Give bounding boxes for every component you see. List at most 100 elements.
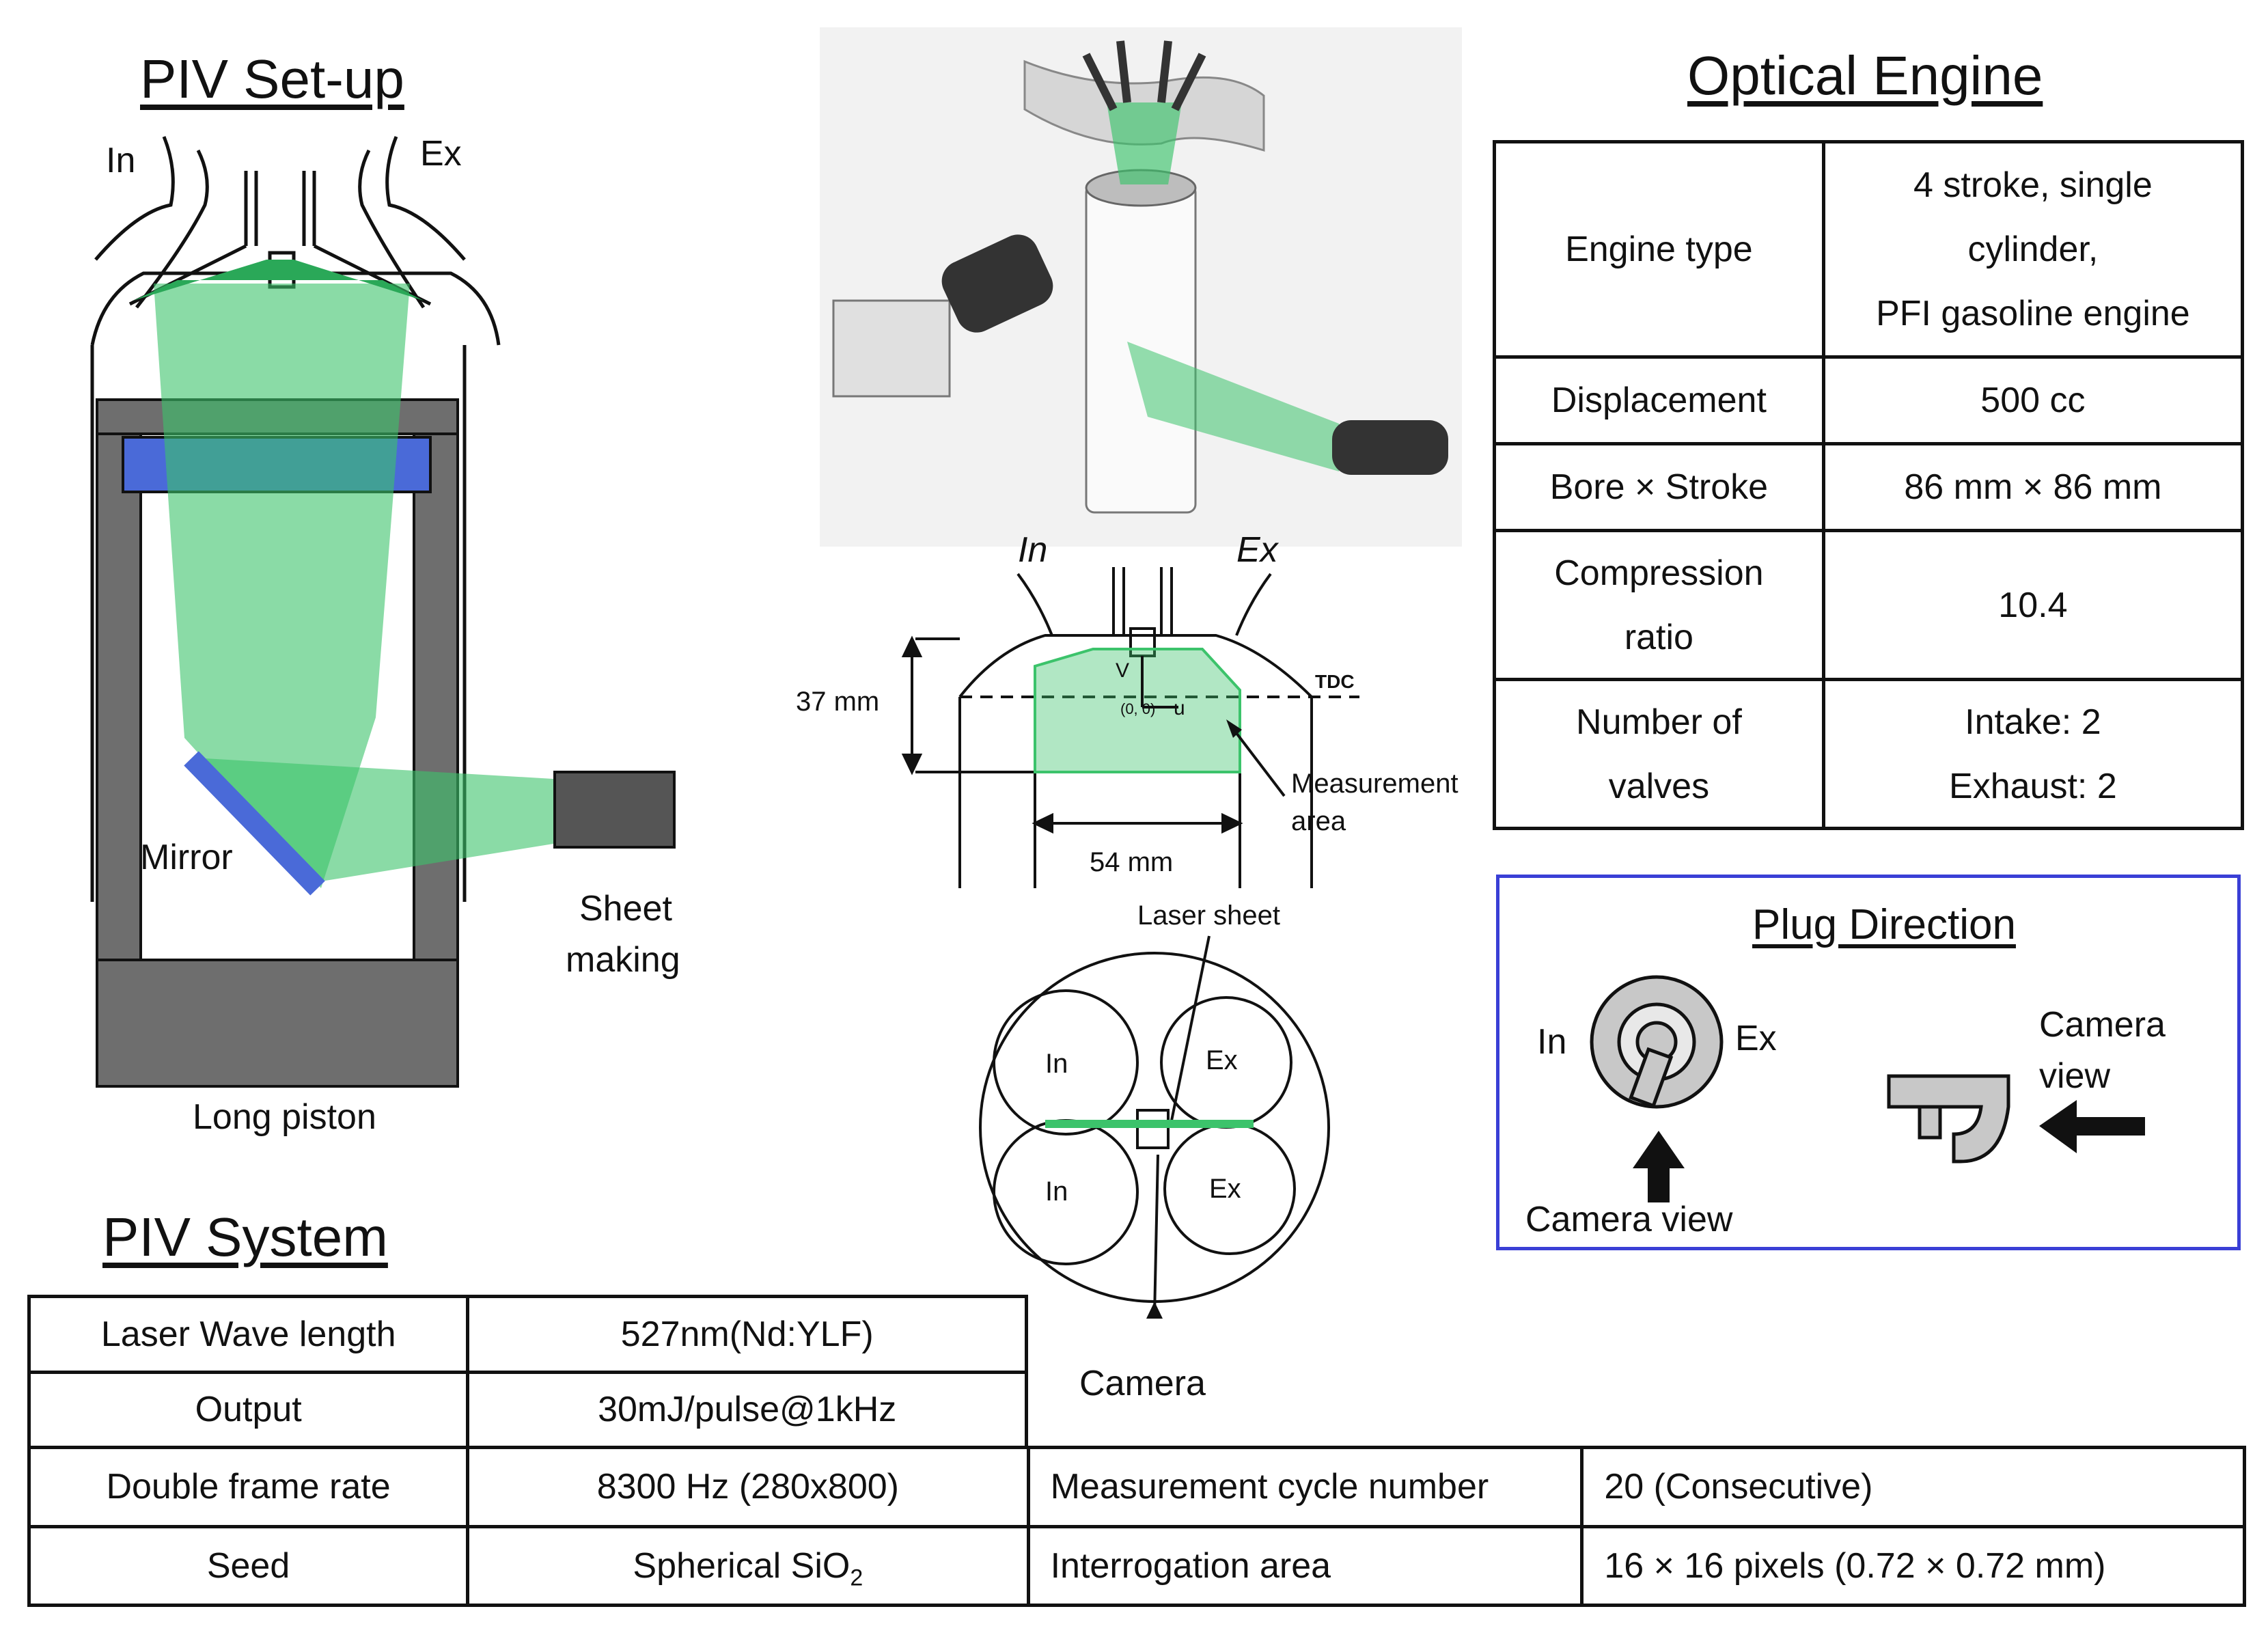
laser-sheet-label: Laser sheet [1137,900,1281,931]
camera-view-right-label-2: view [2039,1056,2111,1096]
table-cell-value: 20 (Consecutive) [1580,1446,2246,1528]
table-row: Number of valves Intake: 2 Exhaust: 2 [1493,678,2245,830]
laser-beam-vertical [154,284,410,888]
measurement-pointer [1228,723,1286,797]
valve-label-top-left: In [1045,1049,1068,1079]
table-cell-label: Measurement cycle number [1026,1446,1584,1528]
tdc-label: TDC [1315,671,1355,692]
cell-text: Double frame rate [106,1467,391,1507]
valve-label-bottom-right: Ex [1209,1174,1241,1204]
section-view-drawing [901,567,1359,888]
table-cell-value: 4 stroke, single cylinder, PFI gasoline … [1821,140,2245,359]
cell-text: Engine type [1565,230,1753,269]
plug-in-label: In [1537,1022,1567,1062]
cell-text: 30mJ/pulse@1kHz [598,1390,897,1430]
section-in-label: In [1018,530,1048,570]
u-axis-label: u [1174,697,1185,719]
table-cell-label: Laser Wave length [27,1295,470,1374]
cell-text: ratio [1624,617,1693,657]
cell-text: Seed [206,1545,290,1586]
cell-text: 16 × 16 pixels (0.72 × 0.72 mm) [1604,1545,2106,1586]
table-cell-value: 16 × 16 pixels (0.72 × 0.72 mm) [1580,1524,2246,1607]
piv-in-label: In [106,141,136,180]
valve-label-bottom-left: In [1045,1177,1068,1207]
table-cell-value: 86 mm × 86 mm [1821,442,2245,532]
table-cell-label: Engine type [1493,140,1825,359]
cell-text: 500 cc [1980,381,2086,420]
cell-text: Spherical SiO [633,1545,850,1586]
origin-label: (0, 0) [1120,700,1156,717]
table-cell-label: Output [27,1370,470,1449]
piv-ex-label: Ex [420,134,462,174]
measurement-pointer-head [1226,719,1242,738]
cell-text: Measurement cycle number [1050,1467,1489,1507]
table-cell-label: Displacement [1493,355,1825,445]
plug-direction-box [1496,875,2241,1250]
measurement-area-label-2: area [1291,806,1346,836]
width-dimension: 54 mm [1090,847,1174,877]
cell-text: PFI gasoline engine [1876,294,2190,333]
table-row: Displacement 500 cc [1493,355,2245,445]
long-piston-base [96,959,459,1088]
table-cell-value: 30mJ/pulse@1kHz [466,1370,1028,1449]
table-cell-label: Bore × Stroke [1493,442,1825,532]
table-row: Output 30mJ/pulse@1kHz [27,1370,1028,1449]
cell-text: cylinder, [1967,230,2099,269]
axis-arrows [1141,656,1178,709]
cell-text: Bore × Stroke [1549,467,1769,507]
cell-text: Intake: 2 [1965,702,2101,742]
camera-view-bottom-label: Camera view [1525,1200,1733,1239]
cell-text: 10.4 [1998,585,2068,625]
cell-text: valves [1608,766,1710,806]
measurement-area-label-1: Measurement [1291,769,1458,799]
table-cell-value: 527nm(Nd:YLF) [466,1295,1028,1374]
table-cell-value: 500 cc [1821,355,2245,445]
piv-setup-title: PIV Set-up [140,49,404,109]
table-row: Laser Wave length 527nm(Nd:YLF) [27,1295,1028,1374]
arrow-up-icon [1633,1131,1685,1202]
cell-text: 8300 Hz (280x800) [596,1467,899,1507]
table-cell-label: Seed [27,1524,470,1607]
long-piston-label: Long piston [193,1097,376,1137]
cell-text: Compression [1554,553,1764,593]
measurement-area [1034,648,1241,773]
table-row: Seed Spherical SiO2 Interrogation area 1… [27,1524,2246,1607]
cell-text: 4 stroke, single [1913,165,2153,205]
optical-engine-table: Engine type 4 stroke, single cylinder, P… [1493,140,2245,830]
piv-system-title: PIV System [102,1207,388,1267]
engine-3d-view [820,27,1462,547]
table-cell-value: 10.4 [1821,529,2245,681]
sheet-making-label-1: Sheet [579,889,672,928]
cell-text: Displacement [1551,381,1767,420]
plug-direction-title: Plug Direction [1752,901,2016,948]
optical-engine-title: Optical Engine [1687,45,2043,106]
plug-ex-label: Ex [1735,1019,1777,1058]
cell-text: 86 mm × 86 mm [1904,467,2162,507]
table-cell-label: Compression ratio [1493,529,1825,681]
subscript-text: 2 [850,1565,863,1591]
camera-label: Camera [1079,1364,1206,1403]
table-row: Engine type 4 stroke, single cylinder, P… [1493,140,2245,359]
arrow-left-icon [2039,1100,2145,1153]
table-row: Compression ratio 10.4 [1493,529,2245,681]
camera-arrow-icon [1146,1302,1163,1319]
table-cell-label: Number of valves [1493,678,1825,830]
valve-label-top-right: Ex [1206,1045,1238,1075]
table-cell-value: 8300 Hz (280x800) [466,1446,1030,1528]
cell-text: 20 (Consecutive) [1604,1467,1873,1507]
mirror-label: Mirror [140,838,233,877]
laser-on-head [133,260,424,301]
section-ex-label: Ex [1236,530,1278,570]
piv-system-table-top: Laser Wave length 527nm(Nd:YLF) Output 3… [27,1295,1028,1449]
plug-direction-drawing [1590,975,2145,1202]
sheet-making-label-2: making [566,940,680,980]
v-axis-label: V [1116,659,1130,682]
cell-text: Exhaust: 2 [1949,766,2117,806]
camera-view-right-label-1: Camera [2039,1005,2166,1045]
sheet-optics-box [553,771,676,849]
table-cell-label: Interrogation area [1026,1524,1584,1607]
piv-system-table-bottom: Double frame rate 8300 Hz (280x800) Meas… [27,1446,2246,1607]
table-row: Double frame rate 8300 Hz (280x800) Meas… [27,1446,2246,1528]
table-cell-label: Double frame rate [27,1446,470,1528]
